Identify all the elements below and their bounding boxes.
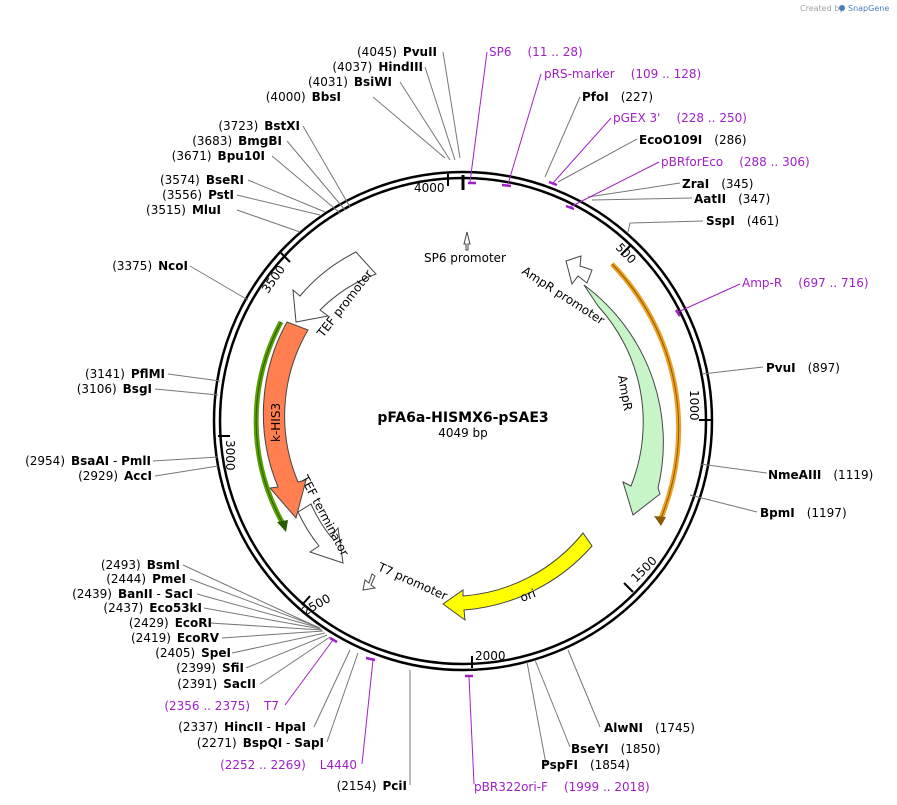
enzyme-bsiwi[interactable]: (4031)BsiWI bbox=[308, 75, 392, 89]
enzyme-ecorv[interactable]: (2419)EcoRV bbox=[131, 631, 220, 645]
tef-promoter-arrow[interactable] bbox=[292, 251, 377, 323]
enzyme-bsmi[interactable]: (2493)BsmI bbox=[101, 558, 180, 572]
tef-terminator-arrow[interactable] bbox=[297, 503, 344, 564]
enzyme-alwni[interactable]: AlwNI(1745) bbox=[604, 721, 695, 735]
enzyme-eco53ki[interactable]: (2437)Eco53kI bbox=[103, 601, 202, 615]
ori-arrow[interactable] bbox=[442, 532, 593, 622]
tick-4000: 4000 bbox=[414, 181, 445, 195]
khis3-label: k-HIS3 bbox=[269, 403, 283, 442]
enzyme-bspqi-sapi[interactable]: (2271)BspQI - SapI bbox=[197, 736, 324, 750]
khis3-arrow[interactable] bbox=[262, 321, 309, 520]
enzyme-sacii[interactable]: (2391)SacII bbox=[177, 677, 256, 691]
enzyme-nmeaiii[interactable]: NmeAIII(1119) bbox=[768, 468, 873, 482]
t7-promoter-arrow[interactable] bbox=[362, 573, 377, 591]
enzyme-pvui[interactable]: PvuI(897) bbox=[766, 361, 840, 375]
enzyme-zrai[interactable]: ZraI(345) bbox=[682, 177, 753, 191]
enzyme-ncoi[interactable]: (3375)NcoI bbox=[112, 259, 188, 273]
enzyme-pspfi[interactable]: PspFI(1854) bbox=[541, 758, 630, 772]
primer-leader-lines bbox=[284, 51, 741, 785]
ampr-gene-arrow[interactable] bbox=[583, 284, 664, 516]
enzyme-sspi[interactable]: SspI(461) bbox=[706, 214, 779, 228]
enzyme-sfii[interactable]: (2399)SfiI bbox=[176, 661, 244, 675]
leader-lines bbox=[152, 51, 768, 785]
enzyme-pvuii-top[interactable]: (4045)PvuII bbox=[357, 45, 437, 59]
enzyme-bsgi[interactable]: (3106)BsgI bbox=[77, 382, 152, 396]
ampr-promoter-arrow[interactable] bbox=[565, 255, 593, 286]
ori-label: ori bbox=[518, 586, 537, 604]
enzyme-pmei[interactable]: (2444)PmeI bbox=[106, 572, 186, 586]
enzyme-acci[interactable]: (2929)AccI bbox=[78, 469, 152, 483]
enzyme-hincii-hpai[interactable]: (2337)HincII - HpaI bbox=[178, 720, 306, 734]
enzyme-eco0109i[interactable]: EcoO109I(286) bbox=[639, 133, 747, 147]
primer-sp6[interactable]: SP6(11 .. 28) bbox=[489, 45, 583, 59]
primer-prs-marker[interactable]: pRS-marker(109 .. 128) bbox=[544, 67, 701, 81]
enzyme-bstxi[interactable]: (3723)BstXI bbox=[218, 119, 300, 133]
primer-l4440[interactable]: (2252 .. 2269)L4440 bbox=[220, 758, 357, 772]
tick-1000: 1000 bbox=[687, 390, 701, 421]
primer-marks bbox=[329, 180, 682, 678]
credit-prefix: Created by bbox=[800, 4, 844, 13]
enzyme-psti[interactable]: (3556)PstI bbox=[162, 188, 234, 202]
enzyme-hindiii[interactable]: (4037)HindIII bbox=[332, 60, 423, 74]
enzyme-spei[interactable]: (2405)SpeI bbox=[155, 646, 231, 660]
ampr-gene-label: AmpR bbox=[615, 374, 635, 412]
enzyme-bpmi[interactable]: BpmI(1197) bbox=[760, 506, 847, 520]
enzyme-banii-saci[interactable]: (2439)BanII - SacI bbox=[72, 587, 193, 601]
t7-promoter-label: T7 promoter bbox=[375, 560, 450, 604]
tick-500: 500 bbox=[613, 240, 639, 266]
sp6-promoter-arrow[interactable] bbox=[463, 231, 471, 251]
enzyme-aatii[interactable]: AatII(347) bbox=[694, 192, 770, 206]
ampr-orf-line bbox=[611, 263, 680, 519]
primer-amp-r[interactable]: Amp-R(697 .. 716) bbox=[742, 276, 869, 290]
enzyme-bsaai-pmli[interactable]: (2954)BsaAI - PmlI bbox=[25, 454, 151, 468]
enzyme-ecori[interactable]: (2429)EcoRI bbox=[129, 616, 212, 630]
snapgene-logo-icon bbox=[839, 5, 845, 11]
backbone-outer-strand bbox=[212, 170, 714, 672]
ampr-orf-arrowhead-icon bbox=[654, 516, 666, 526]
credit-brand: SnapGene bbox=[848, 4, 889, 13]
enzyme-pfoi[interactable]: PfoI(227) bbox=[582, 90, 653, 104]
plasmid-name: pFA6a-HISMX6-pSAE3 bbox=[377, 410, 548, 426]
enzyme-pcii[interactable]: (2154)PciI bbox=[337, 779, 407, 793]
primer-pbr322ori-f[interactable]: pBR322ori-F(1999 .. 2018) bbox=[474, 780, 650, 794]
sp6-promoter-label: SP6 promoter bbox=[424, 251, 506, 265]
primer-pgex-3[interactable]: pGEX 3'(228 .. 250) bbox=[613, 111, 747, 125]
enzyme-bbsi[interactable]: (4000)BbsI bbox=[266, 90, 341, 104]
khis3-orf-arrowhead-icon bbox=[277, 520, 288, 532]
tick-3000: 3000 bbox=[223, 440, 237, 471]
primer-pbrforeco[interactable]: pBRforEco(288 .. 306) bbox=[661, 155, 810, 169]
enzyme-mlui[interactable]: (3515)MluI bbox=[146, 203, 221, 217]
enzyme-bmgbi[interactable]: (3683)BmgBI bbox=[192, 134, 282, 148]
khis3-orf-line bbox=[255, 321, 283, 523]
tick-3500: 3500 bbox=[259, 263, 288, 296]
tick-2000: 2000 bbox=[475, 649, 506, 663]
enzyme-pflmi[interactable]: (3141)PflMI bbox=[85, 367, 165, 381]
enzyme-bseri[interactable]: (3574)BseRI bbox=[160, 173, 244, 187]
tick-marks bbox=[218, 174, 711, 668]
primer-t7[interactable]: (2356 .. 2375)T7 bbox=[164, 699, 279, 713]
enzyme-bpu10i[interactable]: (3671)Bpu10I bbox=[172, 149, 265, 163]
enzyme-bseyi[interactable]: BseYI(1850) bbox=[571, 742, 661, 756]
plasmid-size: 4049 bp bbox=[438, 426, 488, 440]
